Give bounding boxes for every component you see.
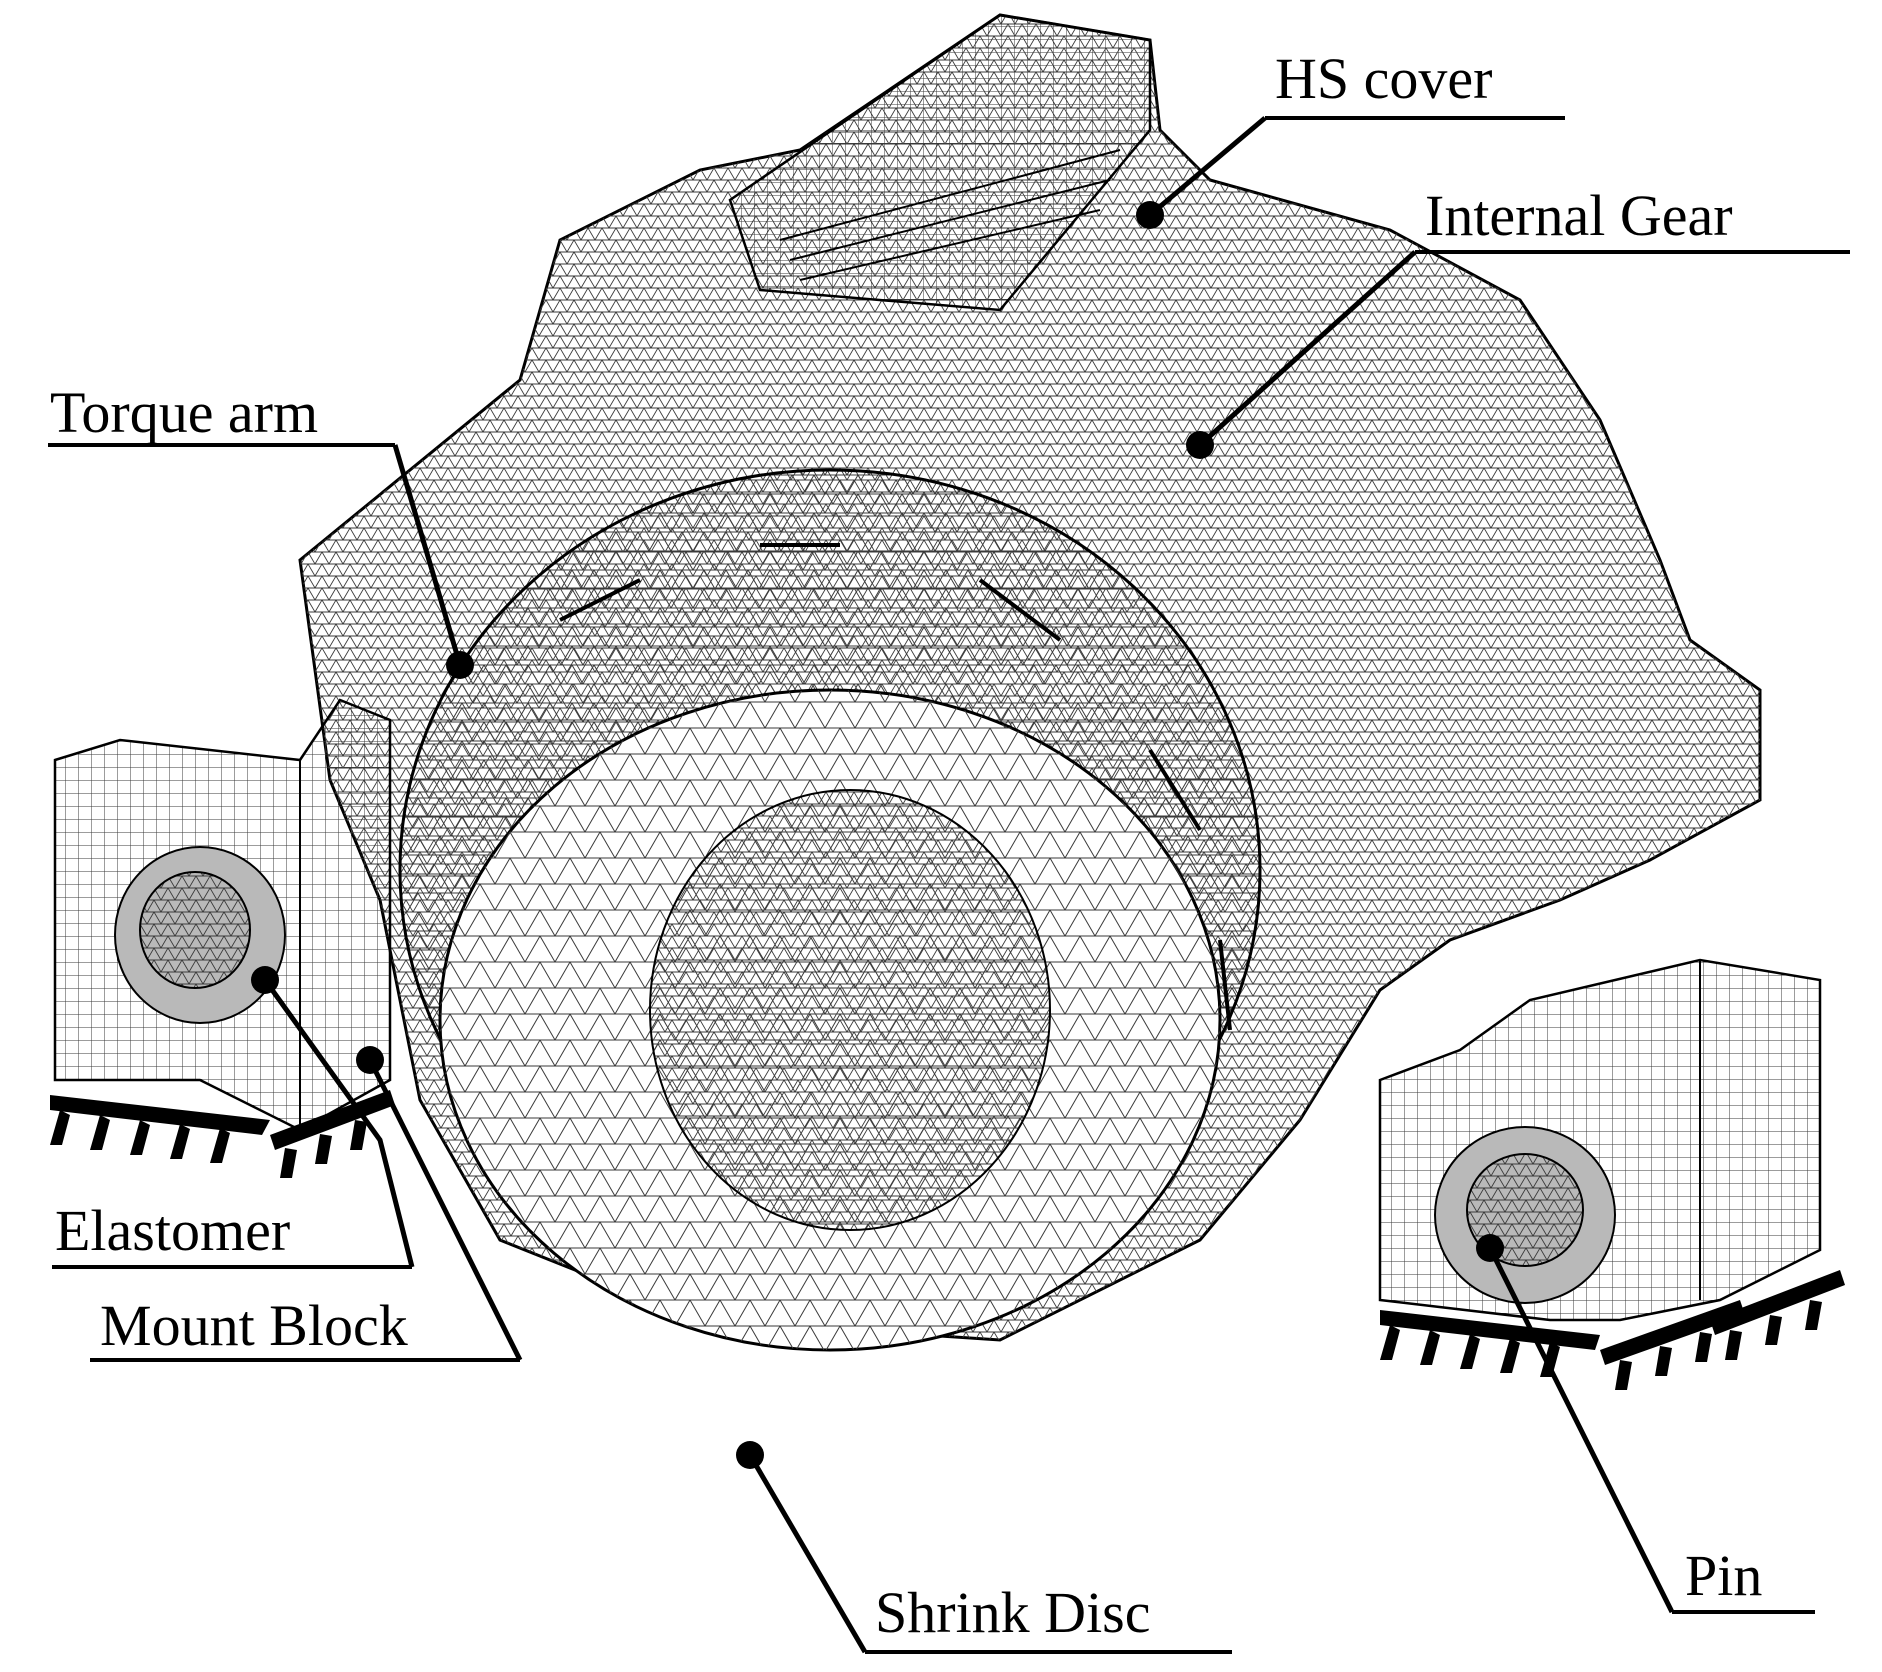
leader-shrink-disc — [747, 1453, 868, 1654]
marker-mount-block — [356, 1046, 384, 1074]
leader-internal-gear — [1198, 250, 1417, 447]
label-shrink-disc: Shrink Disc — [875, 1580, 1151, 1645]
callout-pin: Pin — [1476, 1234, 1815, 1614]
callout-shrink-disc: Shrink Disc — [736, 1441, 1232, 1654]
marker-shrink-disc — [736, 1441, 764, 1469]
marker-hs-cover — [1136, 201, 1164, 229]
marker-internal-gear — [1186, 431, 1214, 459]
left-mount-block — [53, 698, 392, 1132]
callout-torque-arm: Torque arm — [48, 380, 474, 679]
label-elastomer: Elastomer — [55, 1198, 290, 1263]
leader-elastomer — [262, 978, 415, 1268]
callout-mount-block: Mount Block — [90, 1046, 523, 1362]
callout-internal-gear: Internal Gear — [1186, 183, 1850, 459]
label-internal-gear: Internal Gear — [1425, 183, 1733, 248]
marker-torque-arm — [446, 651, 474, 679]
label-mount-block: Mount Block — [100, 1293, 408, 1358]
leader-torque-arm — [392, 444, 463, 666]
callout-hs-cover: HS cover — [1136, 46, 1565, 229]
callout-elastomer: Elastomer — [52, 966, 415, 1269]
leader-mount-block — [367, 1058, 523, 1362]
left-ground-support — [50, 1090, 395, 1178]
right-ground-support — [1380, 1270, 1845, 1390]
label-torque-arm: Torque arm — [50, 380, 318, 445]
marker-elastomer — [251, 966, 279, 994]
left-pin-bore — [139, 871, 251, 989]
label-hs-cover: HS cover — [1275, 46, 1492, 111]
shrink-disc-part — [438, 688, 1222, 1352]
leader-pin — [1487, 1246, 1675, 1614]
label-pin: Pin — [1685, 1543, 1762, 1608]
marker-pin — [1476, 1234, 1504, 1262]
right-mount-block — [1378, 958, 1822, 1322]
hs-cover-part — [728, 13, 1152, 312]
leader-hs-cover — [1148, 116, 1267, 217]
